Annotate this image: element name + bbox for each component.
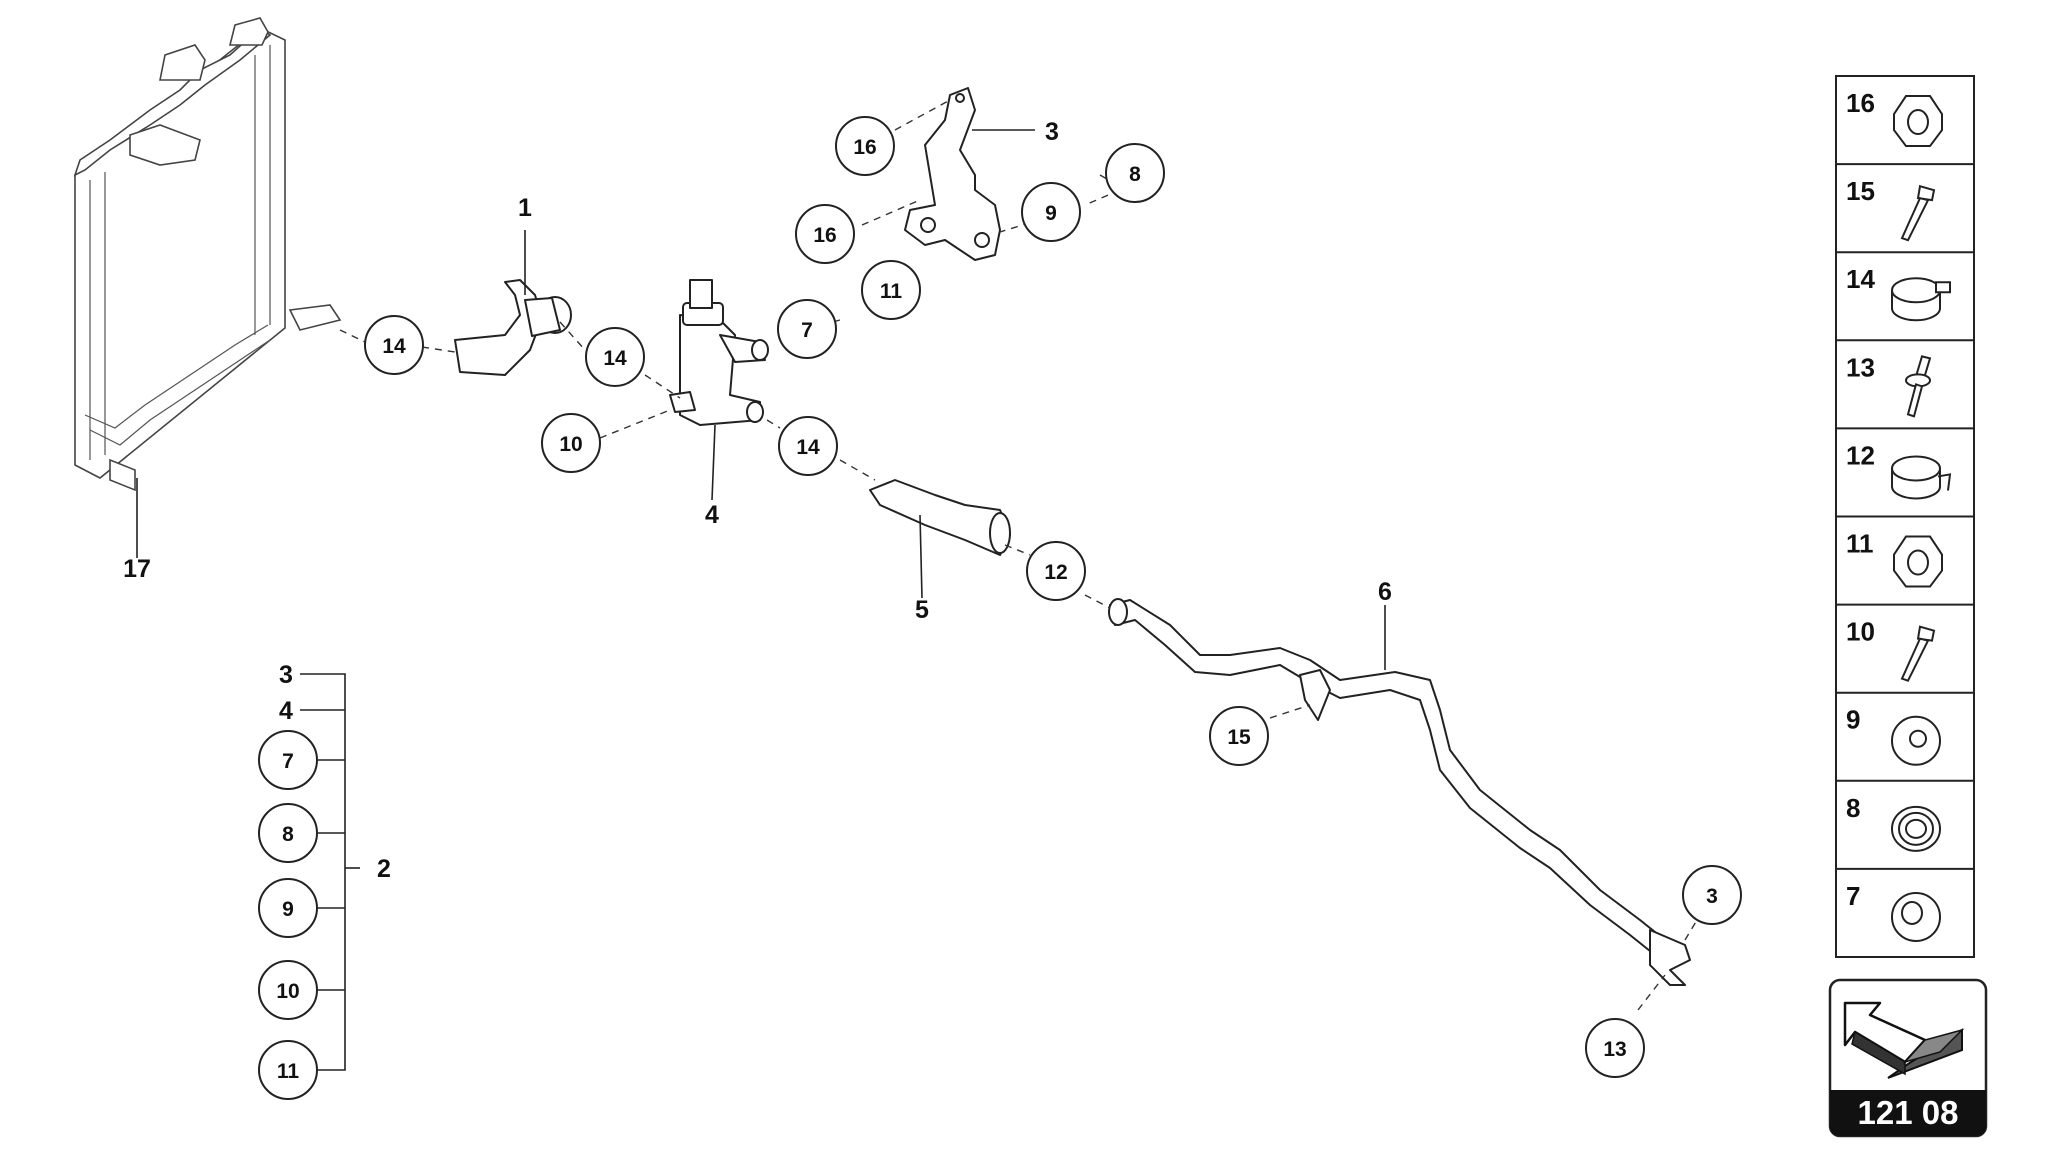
upper-hose-drawing bbox=[454, 230, 572, 376]
legend-number: 8 bbox=[1846, 793, 1860, 823]
legend-number: 12 bbox=[1846, 440, 1875, 470]
svg-text:10: 10 bbox=[276, 980, 299, 1003]
valve-drawing bbox=[669, 279, 769, 501]
kit-label[interactable]: 2 bbox=[377, 855, 391, 883]
part-label-radiator[interactable]: 17 bbox=[123, 555, 151, 583]
legend-panel: 16 15 14 13 12 11 10 9 8 7 bbox=[1835, 75, 1975, 958]
svg-text:8: 8 bbox=[282, 823, 294, 846]
back-navigation-box[interactable]: 121 08 bbox=[1828, 978, 1988, 1138]
callout-bubble-valve-7[interactable]: 7 bbox=[777, 299, 837, 359]
svg-text:12: 12 bbox=[1044, 561, 1067, 584]
part-label-upper-hose[interactable]: 1 bbox=[518, 194, 532, 222]
svg-text:16: 16 bbox=[813, 224, 836, 247]
kit-item-circled-1[interactable]: 8 bbox=[258, 803, 318, 863]
callout-bubble-hose-14c[interactable]: 14 bbox=[778, 416, 838, 476]
svg-text:9: 9 bbox=[282, 898, 294, 921]
part-label-pipe[interactable]: 6 bbox=[1378, 578, 1392, 606]
part-label-lower-hose[interactable]: 5 bbox=[915, 596, 929, 624]
kit-item-circled-4[interactable]: 11 bbox=[258, 1040, 318, 1100]
svg-text:14: 14 bbox=[382, 335, 406, 358]
callout-bubble-bracket-16b[interactable]: 16 bbox=[795, 204, 855, 264]
radiator-drawing bbox=[73, 17, 342, 558]
stud-bolt-icon bbox=[1905, 355, 1932, 418]
svg-text:11: 11 bbox=[880, 280, 903, 303]
nut-icon bbox=[1893, 95, 1943, 148]
legend-number: 9 bbox=[1846, 705, 1860, 735]
callout-bubble-bracket-16a[interactable]: 16 bbox=[835, 116, 895, 176]
callout-bubble-pipe-3[interactable]: 3 bbox=[1682, 865, 1742, 925]
legend-row-8[interactable]: 8 bbox=[1836, 779, 1974, 852]
pipe-drawing bbox=[1108, 598, 1691, 986]
svg-text:7: 7 bbox=[801, 319, 813, 342]
callout-bubble-hose-14b[interactable]: 14 bbox=[585, 327, 645, 387]
bolt-icon bbox=[1900, 625, 1936, 682]
legend-row-9[interactable]: 9 bbox=[1836, 691, 1974, 766]
dashed-assembly-lines bbox=[339, 99, 1701, 1011]
page-code: 121 08 bbox=[1858, 1094, 1959, 1131]
svg-text:11: 11 bbox=[277, 1060, 300, 1083]
svg-text:8: 8 bbox=[1129, 163, 1141, 186]
spring-clamp-icon bbox=[1891, 455, 1952, 500]
svg-text:13: 13 bbox=[1603, 1038, 1626, 1061]
callout-bubble-valve-10[interactable]: 10 bbox=[541, 413, 601, 473]
svg-text:7: 7 bbox=[282, 750, 294, 773]
svg-text:14: 14 bbox=[603, 347, 627, 370]
legend-row-7[interactable]: 7 bbox=[1836, 867, 1974, 942]
bushing-icon bbox=[1891, 891, 1941, 942]
callout-bubble-pipe-15[interactable]: 15 bbox=[1209, 706, 1269, 766]
grommet-icon bbox=[1891, 805, 1941, 852]
callout-bubble-bracket-11[interactable]: 11 bbox=[861, 260, 921, 320]
svg-text:15: 15 bbox=[1227, 726, 1251, 749]
callout-bubble-bracket-9[interactable]: 9 bbox=[1021, 182, 1081, 242]
kit-item-plain-1[interactable]: 4 bbox=[279, 697, 293, 725]
callout-bubble-pipe-13[interactable]: 13 bbox=[1585, 1018, 1645, 1078]
nut-icon bbox=[1893, 535, 1943, 588]
legend-number: 11 bbox=[1846, 529, 1874, 559]
legend-number: 14 bbox=[1846, 264, 1875, 294]
callout-bubble-bracket-8[interactable]: 8 bbox=[1105, 143, 1165, 203]
kit-item-circled-2[interactable]: 9 bbox=[258, 878, 318, 938]
bracket-drawing bbox=[904, 87, 1035, 261]
svg-text:14: 14 bbox=[796, 436, 820, 459]
legend-row-11[interactable]: 11 bbox=[1836, 515, 1974, 588]
legend-row-14[interactable]: 14 bbox=[1836, 251, 1974, 322]
kit-item-plain-0[interactable]: 3 bbox=[279, 661, 293, 689]
callout-bubble-hose-12[interactable]: 12 bbox=[1026, 541, 1086, 601]
legend-number: 7 bbox=[1846, 881, 1860, 911]
callout-bubble-hose-14a[interactable]: 14 bbox=[364, 315, 424, 375]
hose-clamp-icon bbox=[1891, 277, 1951, 322]
legend-number: 16 bbox=[1846, 88, 1875, 118]
legend-row-15[interactable]: 15 bbox=[1836, 163, 1974, 242]
part-label-valve[interactable]: 4 bbox=[705, 501, 719, 529]
svg-text:3: 3 bbox=[1706, 885, 1718, 908]
legend-number: 10 bbox=[1846, 617, 1875, 647]
svg-text:9: 9 bbox=[1045, 202, 1057, 225]
legend-number: 13 bbox=[1846, 352, 1875, 382]
kit-bracket-lines bbox=[300, 673, 360, 1071]
legend-row-12[interactable]: 12 bbox=[1836, 427, 1974, 500]
bolt-icon bbox=[1900, 184, 1936, 242]
washer-icon bbox=[1891, 715, 1941, 766]
back-arrow-icon bbox=[1843, 1001, 1965, 1079]
legend-row-10[interactable]: 10 bbox=[1836, 603, 1974, 682]
kit-item-circled-3[interactable]: 10 bbox=[258, 960, 318, 1020]
lower-hose-drawing bbox=[869, 479, 1011, 599]
legend-number: 15 bbox=[1846, 176, 1875, 206]
legend-row-16[interactable]: 16 bbox=[1846, 88, 1943, 148]
svg-text:16: 16 bbox=[853, 136, 876, 159]
svg-text:10: 10 bbox=[559, 433, 582, 456]
legend-row-13[interactable]: 13 bbox=[1836, 339, 1974, 418]
kit-item-circled-0[interactable]: 7 bbox=[258, 730, 318, 790]
part-label-bracket[interactable]: 3 bbox=[1045, 118, 1059, 146]
